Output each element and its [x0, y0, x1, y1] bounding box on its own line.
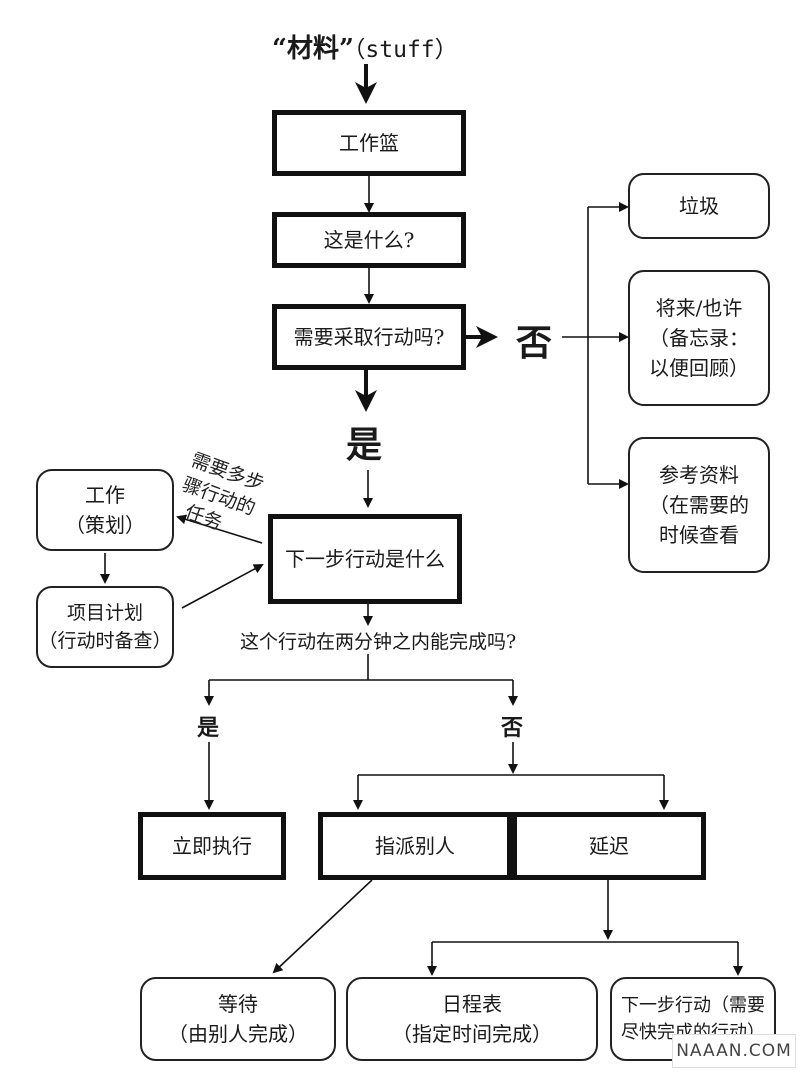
calendar-line-2: （指定时间完成）	[392, 1022, 552, 1046]
project-plan-box: 项目计划 （行动时备查）	[36, 586, 174, 668]
waiting-line-2: （由别人完成）	[168, 1022, 308, 1046]
stuff-title-bold: “材料”	[272, 34, 354, 64]
delegate-label: 指派别人	[375, 834, 455, 858]
defer-label: 延迟	[589, 834, 629, 858]
next-action-box: 下一步行动是什么	[268, 514, 462, 604]
inbox-box: 工作篮	[272, 110, 466, 176]
no-label-small: 否	[501, 715, 524, 741]
defer-box: 延迟	[512, 812, 706, 880]
arrow-plan-to-next-action	[181, 564, 264, 609]
what-is-it-box: 这是什么?	[272, 212, 466, 268]
yes-label-small: 是	[197, 715, 220, 741]
someday-line-1: 将来/也许	[655, 296, 743, 320]
delegate-box: 指派别人	[318, 812, 512, 880]
two-minute-question: 这个行动在两分钟之内能完成吗?	[240, 631, 517, 653]
reference-line-3: 时候查看	[659, 523, 739, 547]
actionable-label: 需要采取行动吗?	[293, 325, 445, 349]
waiting-box: 等待 （由别人完成）	[140, 977, 336, 1061]
project-work-line-1: 工作	[85, 483, 125, 507]
project-work-line-2: （策划）	[65, 513, 145, 537]
project-plan-line-2: （行动时备查）	[38, 630, 172, 652]
calendar-line-1: 日程表	[442, 992, 502, 1016]
someday-line-3: 以便回顾）	[649, 356, 749, 380]
do-now-label: 立即执行	[172, 834, 252, 858]
actionable-box: 需要采取行动吗?	[272, 304, 466, 370]
reference-box: 参考资料 （在需要的 时候查看	[628, 437, 770, 573]
stuff-title: “材料”（stuff）	[272, 28, 458, 65]
yes-label-large: 是	[346, 424, 383, 466]
what-is-it-label: 这是什么?	[323, 228, 415, 252]
do-now-box: 立即执行	[138, 812, 286, 880]
stuff-title-rest: （stuff）	[353, 37, 458, 63]
someday-line-2: （备忘录：	[649, 326, 749, 350]
reference-line-2: （在需要的	[649, 493, 749, 517]
project-work-box: 工作 （策划）	[36, 469, 174, 551]
naaan-watermark: NAAAN.COM	[672, 1034, 796, 1068]
reference-line-1: 参考资料	[659, 463, 739, 487]
arrow-to-project-work	[176, 514, 263, 544]
trash-label: 垃圾	[679, 194, 719, 218]
no-label-large: 否	[516, 322, 553, 364]
trash-box: 垃圾	[628, 173, 770, 239]
next-action-label: 下一步行动是什么	[285, 547, 445, 571]
waiting-line-1: 等待	[218, 992, 258, 1016]
next-actions-list-line-1: 下一步行动（需要	[621, 995, 765, 1016]
someday-maybe-box: 将来/也许 （备忘录： 以便回顾）	[628, 270, 770, 406]
project-plan-line-1: 项目计划	[66, 601, 143, 624]
arrow-delegate-to-waiting	[272, 879, 373, 974]
inbox-label: 工作篮	[339, 131, 399, 155]
calendar-box: 日程表 （指定时间完成）	[346, 977, 598, 1061]
